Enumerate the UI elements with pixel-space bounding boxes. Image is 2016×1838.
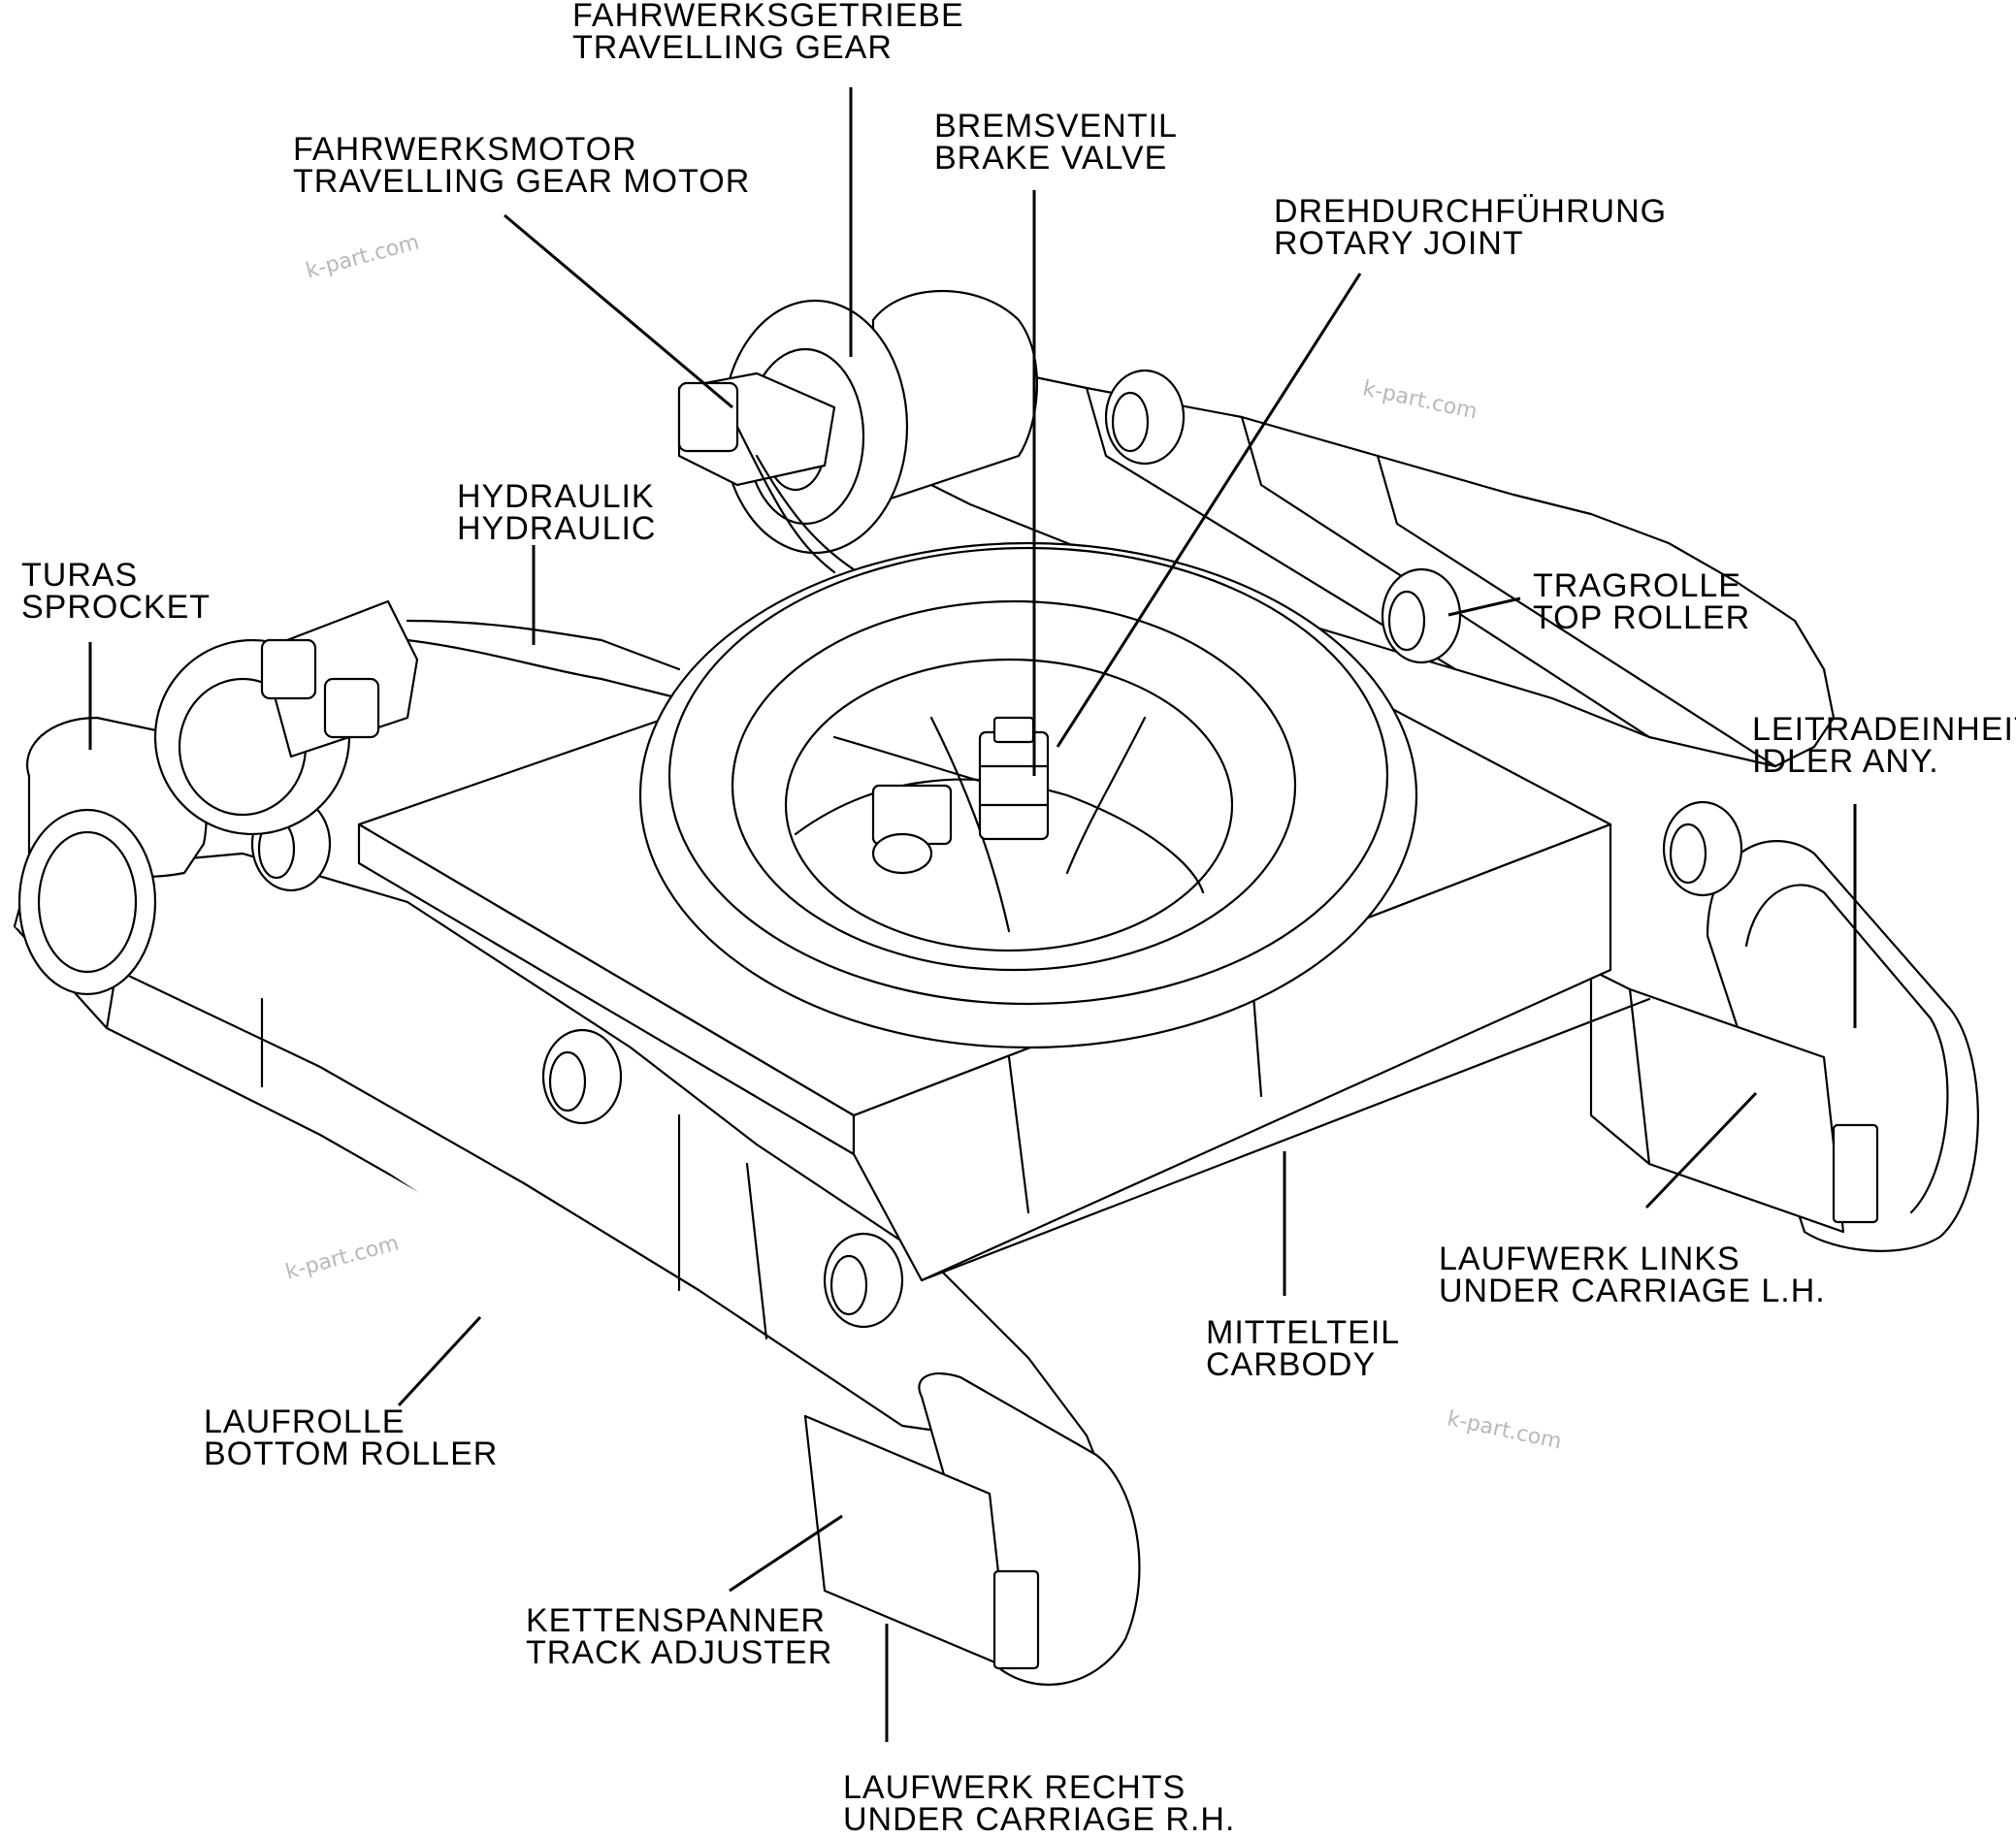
label-hydraulic: HYDRAULIK HYDRAULIC [457, 478, 657, 547]
label-track-adjuster-en: TRACK ADJUSTER [526, 1634, 833, 1671]
label-track-adjuster: KETTENSPANNER TRACK ADJUSTER [526, 1602, 833, 1671]
label-bottom-roller: LAUFROLLE BOTTOM ROLLER [204, 1403, 499, 1472]
label-hydraulic-en: HYDRAULIC [457, 510, 657, 547]
label-undercarriage-lh: LAUFWERK LINKS UNDER CARRIAGE L.H. [1439, 1241, 1826, 1309]
track-frame-right [13, 716, 1141, 1686]
label-travelling-gear-en: TRAVELLING GEAR [572, 29, 893, 66]
label-track-adjuster-de: KETTENSPANNER [526, 1602, 826, 1639]
label-rotary-joint: DREHDURCHFÜHRUNG ROTARY JOINT [1274, 193, 1668, 262]
label-travelling-gear-de: FAHRWERKSGETRIEBE [572, 0, 964, 34]
travelling-gear-far [677, 289, 1039, 584]
label-travelling-gear-motor: FAHRWERKSMOTOR TRAVELLING GEAR MOTOR [293, 131, 751, 200]
label-carbody-de: MITTELTEIL [1206, 1314, 1401, 1351]
label-undercarriage-rh-de: LAUFWERK RECHTS [843, 1769, 1187, 1806]
label-undercarriage-rh: LAUFWERK RECHTS UNDER CARRIAGE R.H. [843, 1769, 1236, 1838]
label-travelling-gear-motor-en: TRAVELLING GEAR MOTOR [293, 163, 751, 200]
label-top-roller-en: TOP ROLLER [1533, 599, 1751, 636]
label-carbody-en: CARBODY [1206, 1346, 1377, 1383]
leader-undercarriage-lh [1644, 1091, 1758, 1209]
leader-lines [88, 87, 1857, 1742]
label-brake-valve: BREMSVENTIL BRAKE VALVE [934, 108, 1178, 177]
label-idler: LEITRADEINHEIT IDLER ANY. [1752, 711, 2016, 780]
label-idler-en: IDLER ANY. [1752, 743, 1939, 780]
label-travelling-gear: FAHRWERKSGETRIEBE TRAVELLING GEAR [572, 0, 964, 64]
label-sprocket: TURAS SPROCKET [21, 557, 211, 626]
label-bottom-roller-de: LAUFROLLE [204, 1403, 406, 1440]
label-brake-valve-de: BREMSVENTIL [934, 108, 1178, 145]
label-rotary-joint-de: DREHDURCHFÜHRUNG [1274, 193, 1668, 230]
label-undercarriage-rh-en: UNDER CARRIAGE R.H. [843, 1801, 1236, 1838]
label-carbody: MITTELTEIL CARBODY [1206, 1314, 1401, 1383]
label-hydraulic-de: HYDRAULIK [457, 478, 655, 515]
leader-top-roller [1447, 597, 1521, 617]
leader-track-adjuster [729, 1514, 843, 1593]
leader-bottom-roller [397, 1315, 482, 1407]
travelling-gear-near [153, 599, 681, 836]
rotary-joint [871, 716, 1050, 875]
label-bottom-roller-en: BOTTOM ROLLER [204, 1435, 499, 1472]
label-top-roller-de: TRAGROLLE [1533, 567, 1741, 604]
label-undercarriage-lh-de: LAUFWERK LINKS [1439, 1241, 1740, 1277]
label-sprocket-de: TURAS [21, 557, 139, 594]
label-idler-de: LEITRADEINHEIT [1752, 711, 2016, 748]
label-travelling-gear-motor-de: FAHRWERKSMOTOR [293, 131, 637, 168]
label-top-roller: TRAGROLLE TOP ROLLER [1533, 567, 1751, 636]
label-undercarriage-lh-en: UNDER CARRIAGE L.H. [1439, 1273, 1826, 1309]
leader-travelling-gear-motor [504, 213, 733, 409]
leader-rotary-joint [1056, 273, 1362, 748]
label-brake-valve-en: BRAKE VALVE [934, 140, 1168, 177]
label-rotary-joint-en: ROTARY JOINT [1274, 225, 1524, 262]
track-frame-left [852, 338, 1979, 1252]
label-sprocket-en: SPROCKET [21, 589, 211, 626]
